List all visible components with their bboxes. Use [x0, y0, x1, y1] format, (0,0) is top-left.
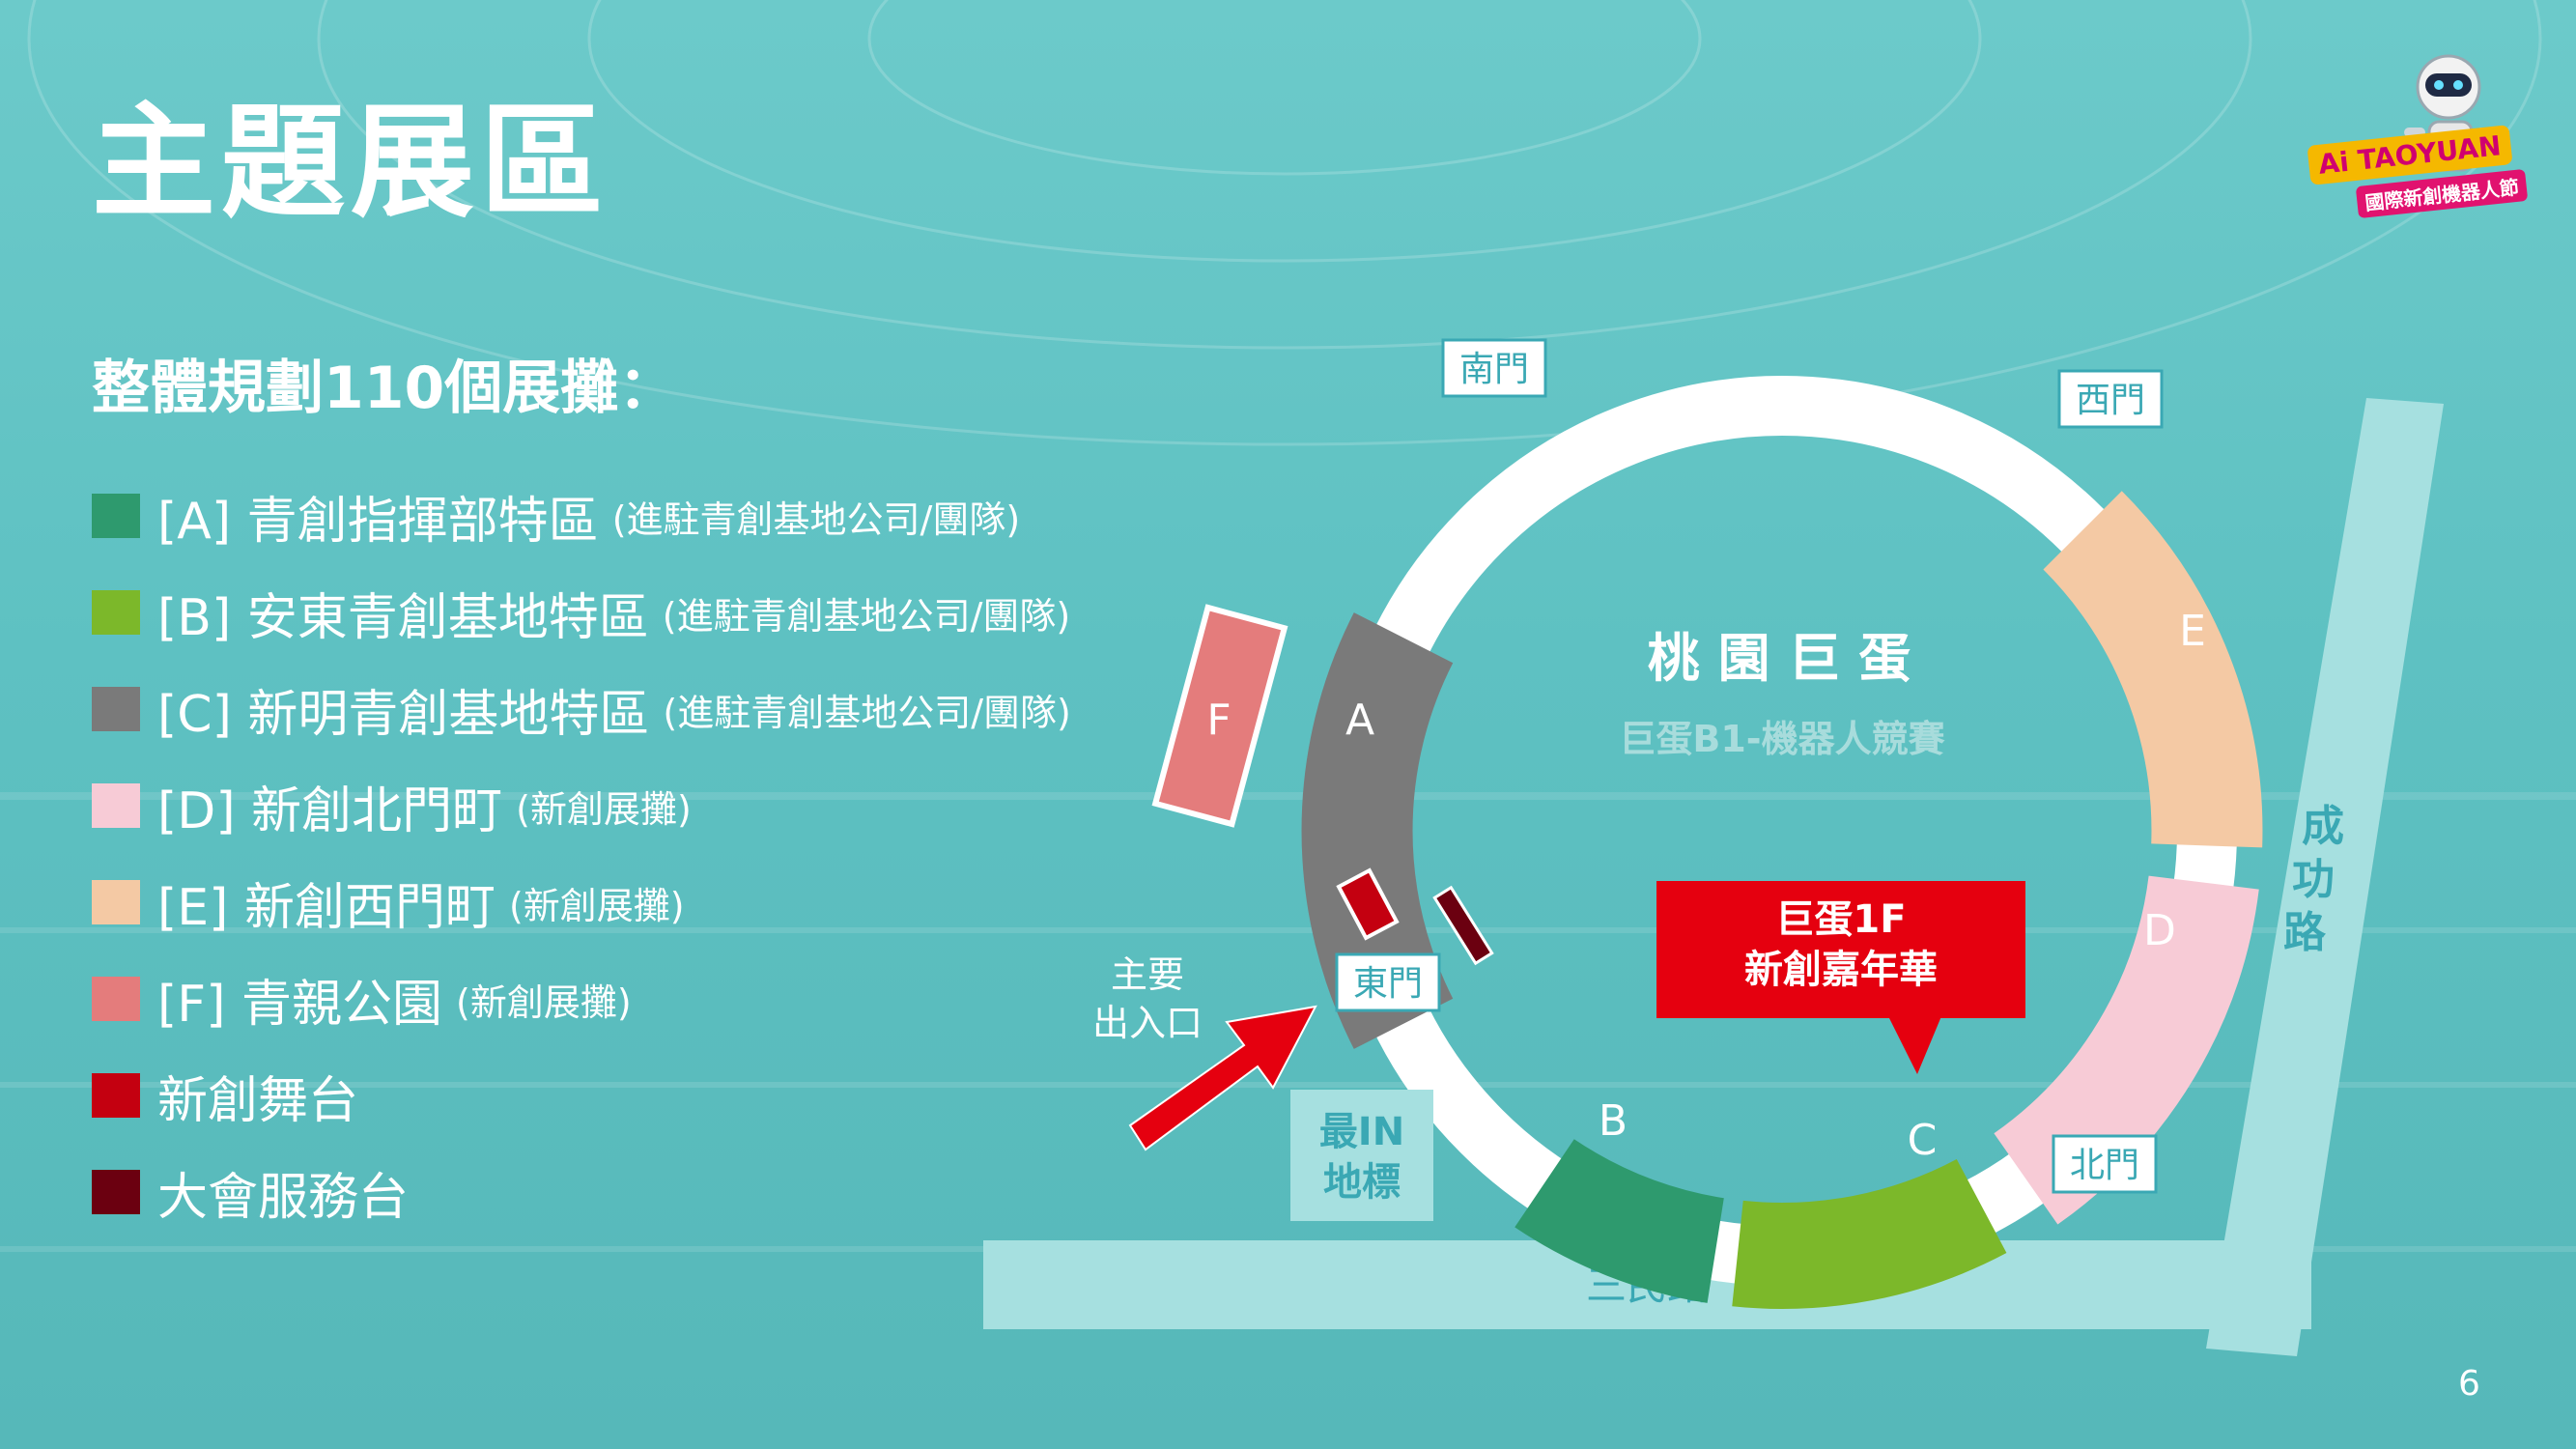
zone-c-label: C: [1908, 1116, 1938, 1165]
callout-line-2: 新創嘉年華: [1744, 948, 1938, 992]
venue-subtitle: 巨蛋B1-機器人競賽: [1619, 718, 1944, 760]
zone-b-label: B: [1599, 1096, 1628, 1146]
page-title: 主題展區: [92, 91, 610, 235]
legend-note: (進駐青創基地公司/團隊): [611, 497, 1021, 541]
legend-label: 新創舞台: [157, 1071, 359, 1130]
legend-note: (進駐青創基地公司/團隊): [663, 691, 1071, 734]
venue-name: 桃 園 巨 蛋: [1648, 628, 1911, 689]
legend-item-f: [F] 青親公園 (新創展攤): [92, 951, 1071, 1047]
legend-item-d: [D] 新創北門町 (新創展攤): [92, 757, 1071, 854]
legend-item-stage: 新創舞台: [92, 1047, 1071, 1144]
service-desk-marker: [1432, 885, 1494, 966]
legend-swatch: [92, 687, 140, 731]
legend-item-e: [E] 新創西門町 (新創展攤): [92, 854, 1071, 951]
legend-label: 大會服務台: [157, 1168, 410, 1227]
main-entrance-line-2: 出入口: [1092, 1002, 1203, 1044]
page-number: 6: [2458, 1364, 2480, 1404]
legend-label: [E] 新創西門町: [157, 878, 495, 937]
road-chenggong-label: 成 功 路: [2283, 802, 2344, 957]
zone-c: [1732, 1158, 2007, 1309]
legend-label: [D] 新創北門町: [157, 781, 503, 840]
gate-south: 南門: [1441, 338, 1547, 398]
zone-f: [1151, 604, 1288, 828]
carnival-callout: 巨蛋1F 新創嘉年華: [1656, 881, 2025, 1074]
zone-a-label: A: [1345, 696, 1374, 745]
zone-d-label: D: [2143, 906, 2176, 955]
legend-note: (新創展攤): [516, 787, 692, 831]
legend-item-c: [C] 新明青創基地特區 (進駐青創基地公司/團隊): [92, 661, 1071, 757]
startup-stage-marker: [1336, 867, 1400, 941]
legend-swatch: [92, 590, 140, 635]
zone-legend: [A] 青創指揮部特區 (進駐青創基地公司/團隊) [B] 安東青創基地特區 (…: [92, 468, 1071, 1240]
gate-west: 西門: [2057, 369, 2164, 429]
legend-swatch: [92, 1170, 140, 1214]
zone-b: [1514, 1138, 1725, 1303]
landmark-line-2: 地標: [1323, 1160, 1401, 1205]
legend-label: [F] 青親公園: [157, 975, 443, 1034]
legend-swatch: [92, 783, 140, 828]
legend-label: [C] 新明青創基地特區: [157, 685, 650, 744]
legend-swatch: [92, 1073, 140, 1118]
gate-north-label: 北門: [2070, 1146, 2139, 1185]
main-entrance-line-1: 主要: [1111, 953, 1184, 996]
gate-south-label: 南門: [1459, 350, 1529, 389]
zone-e-label: E: [2179, 607, 2206, 656]
legend-label: [B] 安東青創基地特區: [157, 588, 649, 647]
landmark-line-1: 最IN: [1319, 1110, 1404, 1154]
gate-east-label: 東門: [1353, 964, 1423, 1004]
legend-swatch: [92, 880, 140, 924]
zone-f-label: F: [1206, 696, 1231, 745]
gate-east: 東門: [1335, 952, 1441, 1012]
gate-west-label: 西門: [2076, 381, 2145, 420]
legend-item-service-desk: 大會服務台: [92, 1144, 1071, 1240]
legend-swatch: [92, 494, 140, 538]
svg-text:路: 路: [2283, 908, 2327, 957]
landmark-box: 最IN 地標: [1290, 1090, 1433, 1221]
legend-label: [A] 青創指揮部特區: [157, 492, 599, 551]
legend-note: (新創展攤): [456, 980, 632, 1024]
legend-note: (新創展攤): [508, 884, 685, 927]
booth-summary: 整體規劃110個展攤：: [92, 355, 677, 422]
legend-swatch: [92, 977, 140, 1021]
gate-north: 北門: [2052, 1134, 2158, 1194]
entrance-arrow: [1128, 1005, 1317, 1151]
zone-e: [2042, 491, 2263, 848]
legend-item-b: [B] 安東青創基地特區 (進駐青創基地公司/團隊): [92, 564, 1071, 661]
zone-d: [1993, 874, 2259, 1225]
road-chenggong: [2206, 398, 2444, 1356]
svg-text:成: 成: [2302, 802, 2344, 851]
svg-text:功: 功: [2292, 855, 2335, 904]
legend-item-a: [A] 青創指揮部特區 (進駐青創基地公司/團隊): [92, 468, 1071, 564]
callout-line-1: 巨蛋1F: [1775, 897, 1906, 942]
legend-note: (進駐青創基地公司/團隊): [662, 594, 1071, 638]
